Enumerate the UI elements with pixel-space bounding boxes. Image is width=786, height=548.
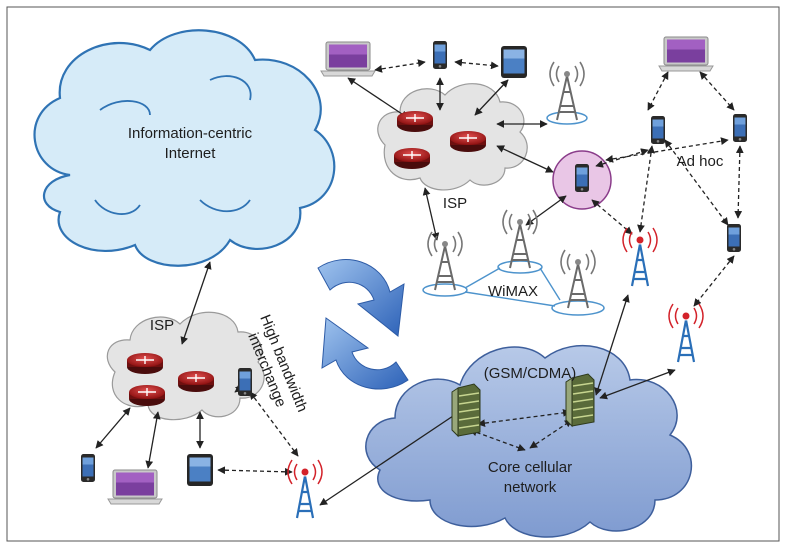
smartphone-icon xyxy=(733,114,747,142)
smartphone-icon xyxy=(651,116,665,144)
wimax-tower-icon xyxy=(502,209,538,269)
solid-links xyxy=(95,77,676,506)
laptop-icon xyxy=(658,36,714,72)
interchange-arrow-down xyxy=(317,259,405,337)
tablet-icon xyxy=(501,46,527,78)
figure-frame xyxy=(6,6,780,542)
cell-tower-icon xyxy=(667,302,705,364)
adhoc-label: Ad hoc xyxy=(677,153,724,170)
router-icon xyxy=(177,370,215,393)
internet-label-line1: Information-centric xyxy=(128,125,253,142)
core-label-line1: Core cellular xyxy=(488,459,572,476)
cell-tower-icon xyxy=(621,226,659,288)
smartphone-icon xyxy=(238,368,252,396)
isp-left-label: ISP xyxy=(150,317,174,334)
wifi-tower-icon xyxy=(549,61,585,121)
wimax-ring xyxy=(497,260,543,274)
server-rack-icon xyxy=(451,383,481,437)
interchange-arrow-up xyxy=(321,317,409,390)
laptop-icon xyxy=(320,41,376,77)
cell-tower-icon xyxy=(286,458,324,520)
smartphone-icon xyxy=(727,224,741,252)
wifi-ring xyxy=(546,111,588,125)
router-icon xyxy=(393,147,431,170)
smartphone-icon xyxy=(433,41,447,69)
tablet-icon xyxy=(187,454,213,486)
router-icon xyxy=(126,352,164,375)
wimax-tower-icon xyxy=(560,249,596,309)
wimax-tower-icon xyxy=(427,231,463,291)
wimax-ring xyxy=(551,300,605,316)
wimax-label: WiMAX xyxy=(488,283,538,300)
router-icon xyxy=(449,130,487,153)
internet-cloud xyxy=(33,29,336,267)
gsm-label: (GSM/CDMA) xyxy=(484,365,577,382)
internet-label-line2: Internet xyxy=(165,145,217,162)
smartphone-icon xyxy=(81,454,95,482)
isp-top-label: ISP xyxy=(443,195,467,212)
router-icon xyxy=(128,384,166,407)
wimax-ring xyxy=(422,283,468,297)
core-label-line2: network xyxy=(504,479,557,496)
dashed-links xyxy=(217,58,744,476)
router-icon xyxy=(396,110,434,133)
laptop-icon xyxy=(107,469,163,505)
smartphone-icon xyxy=(575,164,589,192)
